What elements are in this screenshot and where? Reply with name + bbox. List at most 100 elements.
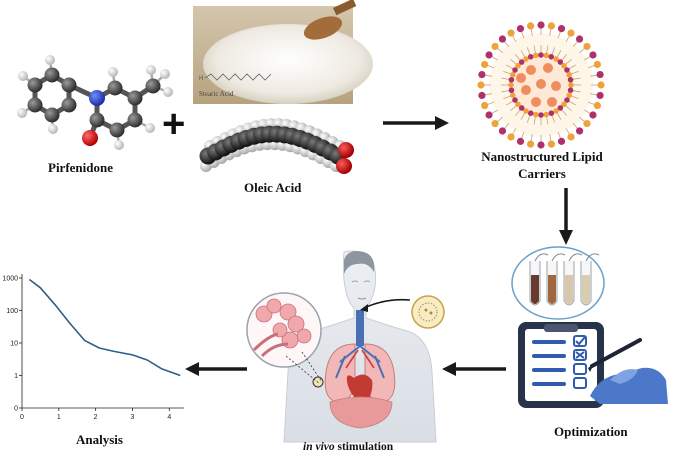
svg-text:H: H bbox=[199, 76, 203, 82]
lipid-head bbox=[526, 22, 535, 30]
lipid-head bbox=[508, 76, 515, 83]
lipid-tail bbox=[503, 70, 512, 75]
lipid-head bbox=[553, 56, 559, 62]
lipid-head bbox=[508, 82, 514, 88]
lipid-head bbox=[512, 67, 518, 73]
lipid-head bbox=[516, 25, 525, 33]
lipid-tail bbox=[501, 77, 510, 80]
lipid-tail bbox=[520, 112, 526, 120]
tube-cap-wire bbox=[568, 253, 583, 262]
oleic-oxygen-atom bbox=[336, 158, 352, 174]
lipid-tail bbox=[533, 45, 536, 54]
chart-y-tick-label: 10 bbox=[10, 341, 18, 348]
lipid-tail bbox=[503, 95, 512, 100]
nlc-particle bbox=[477, 21, 605, 149]
chart-y-tick-label: 1 bbox=[14, 373, 18, 380]
lipid-head bbox=[593, 101, 601, 110]
lipid-head bbox=[575, 35, 584, 43]
lipid-head bbox=[548, 110, 555, 116]
lipid-head bbox=[557, 105, 564, 111]
tube-cap-wire bbox=[551, 253, 566, 262]
lipid-head bbox=[557, 25, 566, 33]
lipid-tail bbox=[546, 116, 549, 125]
drug-droplet bbox=[521, 85, 531, 95]
plus-sign: + bbox=[162, 102, 186, 146]
lipid-head bbox=[508, 87, 515, 94]
analysis-label: Analysis bbox=[76, 432, 123, 447]
lipid-head bbox=[527, 54, 534, 60]
arrow-left-analysis bbox=[185, 362, 247, 376]
test-tube-liquid bbox=[565, 275, 573, 304]
lipid-head bbox=[557, 59, 564, 65]
lipid-head bbox=[516, 137, 525, 145]
lipid-head bbox=[567, 87, 574, 94]
test-tube-liquid bbox=[548, 275, 556, 304]
lipid-head bbox=[557, 137, 566, 145]
lipid-head bbox=[596, 70, 604, 79]
lipid-head bbox=[583, 119, 591, 128]
chart-y-tick-label: 0 bbox=[14, 406, 18, 413]
tube-cap-wire bbox=[585, 253, 600, 262]
oleic-acid-label: Oleic Acid bbox=[244, 180, 302, 195]
lipid-tail bbox=[570, 95, 579, 100]
lipid-tail bbox=[572, 77, 581, 80]
lipid-head bbox=[596, 91, 604, 100]
drug-droplet bbox=[547, 97, 557, 107]
lipid-tail bbox=[506, 100, 514, 106]
lipid-tail bbox=[533, 116, 536, 125]
lipid-tail bbox=[561, 54, 568, 61]
optimization-label: Optimization bbox=[554, 424, 628, 439]
arrow-right-top bbox=[383, 116, 449, 130]
hand-pen-icon bbox=[588, 338, 668, 404]
lipid-tail bbox=[546, 45, 549, 54]
arrow-down bbox=[559, 188, 573, 245]
lipid-head bbox=[566, 71, 572, 78]
lipid-head bbox=[507, 133, 515, 141]
lipid-tail bbox=[565, 105, 572, 112]
lipid-tail bbox=[568, 64, 576, 70]
lipid-head bbox=[485, 111, 493, 119]
lipid-head bbox=[526, 140, 535, 148]
lipid-tail bbox=[568, 100, 576, 106]
chart-x-tick-label: 3 bbox=[131, 414, 135, 421]
lipid-head bbox=[543, 52, 550, 59]
lipid-tail bbox=[501, 90, 510, 93]
zoom-dashed-lines bbox=[285, 351, 323, 385]
lipid-head bbox=[498, 35, 507, 43]
lipid-head bbox=[593, 60, 601, 69]
lipid-head bbox=[491, 119, 499, 128]
alveoli-zoom-bubble bbox=[246, 292, 322, 368]
chart-y-tick-label: 100 bbox=[6, 308, 18, 315]
lipid-head bbox=[510, 71, 516, 78]
lipid-tail bbox=[551, 47, 556, 56]
lipid-head bbox=[532, 111, 539, 118]
lipid-head bbox=[477, 81, 485, 89]
lipid-head bbox=[518, 59, 525, 65]
lipid-head bbox=[532, 52, 539, 59]
human-body-figure bbox=[283, 250, 437, 443]
drug-droplet bbox=[526, 65, 536, 75]
lipid-head bbox=[583, 42, 591, 51]
lipid-head bbox=[498, 127, 507, 135]
lipid-head bbox=[597, 81, 605, 89]
lipid-head bbox=[478, 70, 486, 79]
chart-x-tick-label: 4 bbox=[167, 414, 171, 421]
lipid-head bbox=[538, 112, 544, 118]
pirfenidone-label: Pirfenidone bbox=[48, 160, 113, 175]
lipid-head bbox=[518, 105, 525, 111]
lipid-head bbox=[561, 62, 567, 69]
lipid-head bbox=[568, 82, 574, 88]
chart-x-tick-label: 0 bbox=[20, 414, 24, 421]
lipid-head bbox=[564, 67, 570, 73]
test-tube-liquid bbox=[531, 275, 539, 304]
lipid-tail bbox=[572, 90, 581, 93]
chart-x-tick-label: 1 bbox=[57, 414, 61, 421]
lipid-head bbox=[523, 108, 529, 114]
lipid-head bbox=[543, 111, 550, 118]
pirfenidone-molecule bbox=[17, 55, 173, 150]
lipid-head bbox=[507, 29, 515, 37]
chart-y-tick-label: 1000 bbox=[2, 276, 18, 283]
drug-droplet bbox=[543, 63, 553, 73]
lipid-tail bbox=[510, 105, 517, 112]
